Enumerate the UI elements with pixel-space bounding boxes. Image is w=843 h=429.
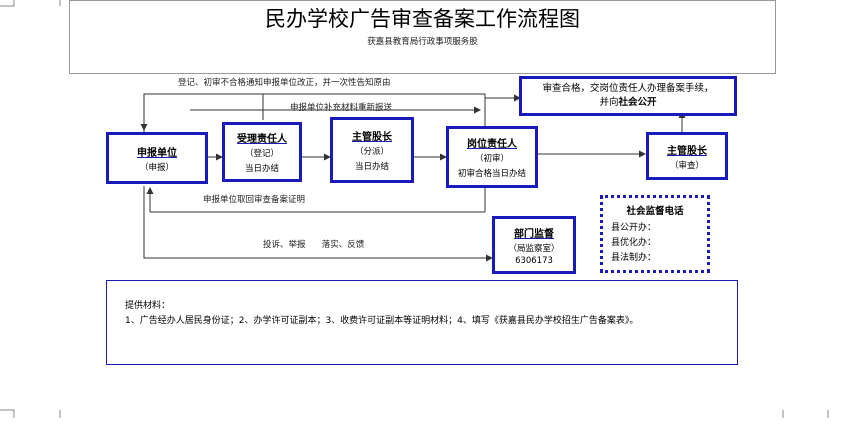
label-complaint: 投诉、举报 落实、反馈 xyxy=(263,240,365,250)
flow-arrow-public xyxy=(484,94,521,128)
box-post-title: 岗位责任人 xyxy=(467,139,517,150)
reject-loop-line xyxy=(143,93,486,132)
box-applicant-sub: （申报） xyxy=(139,162,174,173)
box-supervision-sub: （局监察室） xyxy=(508,243,560,254)
box-chief-review-title: 主管股长 xyxy=(667,145,707,157)
box-applicant: 申报单位 （申报） xyxy=(106,132,208,184)
box-chief-assign: 主管股长 （分派） 当日办结 xyxy=(330,117,414,183)
materials-heading: 提供材料： xyxy=(125,301,171,311)
label-reject-notice: 登记、初审不合格通知申报单位改正，并一次性告知原由 xyxy=(178,78,391,88)
header-box: 民办学校广告审查备案工作流程图 获嘉县教育局行政事项服务股 xyxy=(69,0,776,74)
box-acceptor-note: 当日办结 xyxy=(244,164,279,174)
box-acceptor-sub: （登记） xyxy=(244,149,279,159)
corner-mark xyxy=(0,0,15,7)
corner-mark xyxy=(0,409,15,418)
box-acceptor: 受理责任人 （登记） 当日办结 xyxy=(222,122,302,182)
public-line2-pre: 并向 xyxy=(599,97,619,108)
box-chief-review-sub: （审查） xyxy=(669,160,704,171)
box-supervision: 部门监督 （局监察室） 6306173 xyxy=(492,216,576,274)
box-public-line1: 审查合格，交岗位责任人办理备案手续， xyxy=(542,83,714,94)
materials-box: 提供材料： 1、广告经办人居民身份证；2、办学许可证副本；3、收费许可证副本等证… xyxy=(106,280,738,365)
complaint-line xyxy=(143,186,492,259)
social-supervision-box: 社会监督电话 县公开办： 县优化办： 县法制办： xyxy=(600,195,710,273)
materials-text: 1、广告经办人居民身份证；2、办学许可证副本；3、收费许可证副本等证明材料；4、… xyxy=(125,316,639,326)
box-supervision-phone: 6306173 xyxy=(515,255,553,266)
box-post-officer: 岗位责任人 （初审） 初审合格当日办结 xyxy=(446,126,538,188)
box-supervision-title: 部门监督 xyxy=(514,228,554,240)
box-post-sub: （初审） xyxy=(474,154,509,164)
social-supervision-title: 社会监督电话 xyxy=(626,206,684,217)
social-supervision-line: 县优化办： xyxy=(611,238,657,248)
public-line2-bold: 社会公开 xyxy=(618,97,657,108)
box-chief-assign-title: 主管股长 xyxy=(352,132,392,143)
box-post-note: 初审合格当日办结 xyxy=(457,169,526,179)
box-chief-assign-note: 当日办结 xyxy=(354,162,389,172)
box-acceptor-title: 受理责任人 xyxy=(237,134,287,145)
label-resubmit: 申报单位补充材料重新报送 xyxy=(290,103,393,113)
social-supervision-line: 县公开办： xyxy=(611,223,657,233)
box-public-line2: 并向社会公开 xyxy=(599,96,656,110)
page-subtitle: 获嘉县教育局行政事项服务股 xyxy=(367,37,478,47)
box-applicant-title: 申报单位 xyxy=(137,147,177,159)
social-supervision-line: 县法制办： xyxy=(611,253,657,263)
box-public: 审查合格，交岗位责任人办理备案手续， 并向社会公开 xyxy=(519,76,737,116)
box-chief-assign-sub: （分派） xyxy=(354,147,389,157)
box-chief-review: 主管股长 （审查） xyxy=(646,132,728,180)
label-collect-cert: 申报单位取回审查备案证明 xyxy=(203,195,306,205)
page-title: 民办学校广告审查备案工作流程图 xyxy=(265,7,580,31)
